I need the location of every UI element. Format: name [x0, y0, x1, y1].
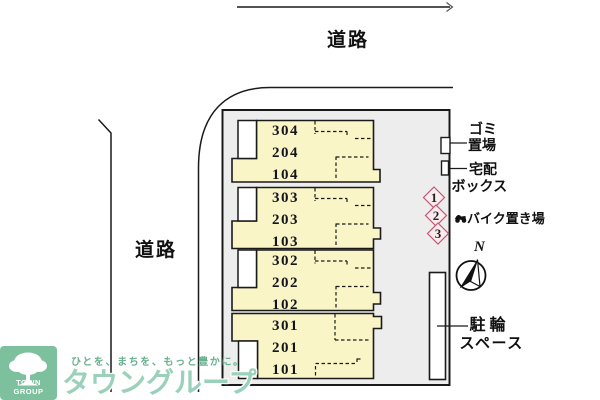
unit-number: 302 — [272, 253, 299, 269]
bicycle-space-label-line1: 駐輪 — [469, 316, 510, 334]
bike-spot-number-1: 1 — [430, 189, 438, 205]
balcony-dashed-lines — [314, 121, 373, 378]
entrance-notch-2 — [237, 186, 258, 222]
bike-spot-number-3: 3 — [434, 225, 442, 241]
bike-spot-markers — [422, 186, 450, 245]
delivery-label-line1: 宅配 — [469, 160, 497, 177]
unit-number: 303 — [272, 190, 299, 206]
bike-area-label: バイク置き場 — [467, 210, 545, 226]
unit-number: 202 — [272, 275, 299, 292]
unit-number: 204 — [272, 145, 299, 162]
compass-north-label: N — [474, 239, 485, 255]
unit-number: 203 — [272, 212, 299, 229]
unit-number: 201 — [272, 340, 299, 357]
unit-number: 103 — [272, 234, 299, 251]
road-top-line-tick — [446, 2, 454, 12]
delivery-box — [440, 160, 450, 176]
road-left-line — [97, 118, 112, 392]
compass-icon — [455, 259, 487, 291]
motorcycle-icon — [455, 215, 467, 223]
road-label-left: 道路 — [135, 240, 178, 261]
bike-spot-number-2: 2 — [432, 207, 440, 223]
logo-name-text: TOWN GROUP — [13, 378, 44, 396]
unit-numbers-block-4: 301 201 101 — [272, 315, 299, 382]
unit-numbers-block-1: 304 204 104 — [272, 120, 299, 187]
entrance-notch-1 — [237, 119, 258, 160]
brand-tagline: ひとを、まちを、もっと豊かに。 — [71, 357, 245, 368]
unit-number: 301 — [272, 318, 299, 334]
garbage-label: ゴミ 置場 — [468, 121, 497, 153]
unit-number: 104 — [272, 167, 299, 184]
unit-number: 304 — [272, 123, 299, 139]
entrance-notch-3 — [237, 249, 258, 289]
bike-spot-3 — [426, 222, 450, 245]
unit-number: 102 — [272, 297, 299, 314]
bicycle-space-label-line2: スペース — [459, 335, 524, 352]
unit-numbers-block-2: 303 203 103 — [272, 187, 299, 254]
town-group-logo: TOWN GROUP — [0, 346, 57, 400]
site-boundary-line — [197, 86, 453, 392]
tree-icon — [9, 352, 47, 386]
brand-company-name: タウングループ — [62, 367, 257, 398]
delivery-label-line2: ボックス — [451, 177, 508, 194]
entrance-notch-4 — [237, 340, 259, 380]
garbage-box — [440, 136, 451, 155]
unit-numbers-block-3: 302 202 102 — [272, 250, 299, 317]
road-label-top: 道路 — [327, 30, 370, 51]
unit-number: 101 — [272, 362, 299, 379]
